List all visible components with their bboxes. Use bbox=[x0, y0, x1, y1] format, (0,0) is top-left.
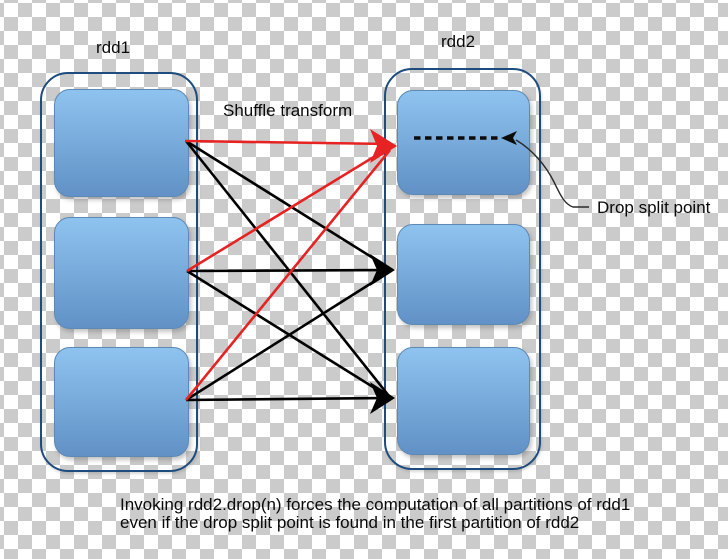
rdd1-label: rdd1 bbox=[96, 38, 131, 57]
arrow-rdd1p2-to-rdd2p2 bbox=[186, 268, 390, 273]
rdd2-partition-2 bbox=[397, 224, 530, 325]
arrow-red-rdd1p3-to-rdd2p1 bbox=[184, 149, 392, 401]
caption: Invoking rdd2.drop(n) forces the computa… bbox=[120, 496, 630, 532]
arrow-rdd1p3-to-rdd2p3 bbox=[185, 396, 390, 402]
arrow-rdd1p1-to-rdd2p2 bbox=[185, 139, 390, 270]
rdd2-partition-1 bbox=[397, 90, 530, 195]
rdd2-container bbox=[384, 68, 541, 470]
arrow-rdd1p2-to-rdd2p3 bbox=[186, 269, 390, 399]
rdd2-partition-3 bbox=[397, 347, 530, 455]
rdd1-partition-2 bbox=[54, 217, 189, 329]
rdd2-label: rdd2 bbox=[441, 32, 476, 51]
arrow-rdd1p3-to-rdd2p2 bbox=[185, 270, 390, 402]
arrow-red-rdd1p2-to-rdd2p1 bbox=[186, 145, 391, 273]
rdd1-partition-1 bbox=[54, 89, 189, 197]
rdd1-container bbox=[40, 72, 198, 472]
caption-line-1: Invoking rdd2.drop(n) forces the computa… bbox=[120, 495, 631, 514]
arrow-rdd1p1-to-rdd2p3 bbox=[184, 140, 391, 397]
arrow-red-rdd1p1-to-rdd2p1 bbox=[184, 139, 391, 146]
caption-line-2: even if the drop split point is found in… bbox=[120, 513, 580, 532]
shuffle-transform-label: Shuffle transform bbox=[223, 101, 353, 120]
rdd1-partition-3 bbox=[54, 347, 189, 457]
drop-split-point-label: Drop split point bbox=[597, 198, 711, 217]
